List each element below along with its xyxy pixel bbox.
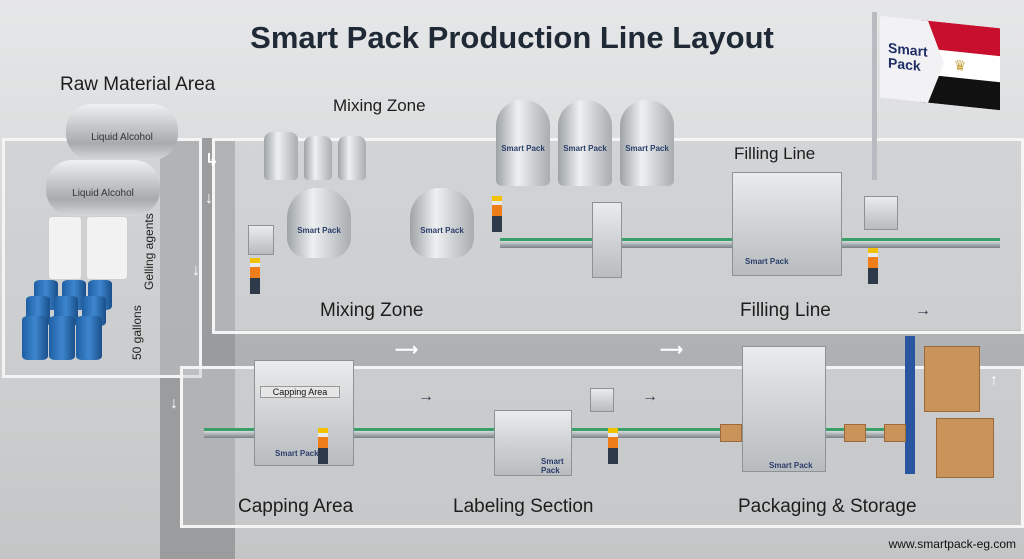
box: [844, 424, 866, 442]
gelling-agents-label: Gelling agents: [142, 213, 156, 290]
robot-arm: [905, 336, 915, 474]
tank-label: Liquid Alcohol: [91, 132, 153, 143]
stacked-boxes: [924, 346, 980, 412]
capping-machine: Smart Pack: [254, 360, 354, 466]
flow-arrow-icon: ⟶: [395, 342, 418, 359]
worker: [318, 428, 328, 464]
brand-mark: Smart Pack: [745, 257, 789, 266]
brand-mark: Smart Pack: [769, 461, 813, 470]
gelling-agent-bags: [48, 216, 82, 280]
flow-arrow-icon: →: [642, 388, 658, 405]
liquid-alcohol-tank: Liquid Alcohol: [46, 160, 160, 216]
gelling-agent-bags: [86, 216, 128, 280]
labeling-section-label: Labeling Section: [453, 496, 594, 517]
packaging-storage-label: Packaging & Storage: [738, 496, 917, 517]
small-mixing-tank: [304, 136, 332, 180]
box: [884, 424, 906, 442]
capping-area-label: Capping Area: [238, 496, 354, 517]
flow-arrow-icon: ↓: [205, 190, 213, 207]
liquid-alcohol-tank: Liquid Alcohol: [66, 104, 178, 160]
barrel-pallet: [22, 280, 114, 362]
page-title: Smart Pack Production Line Layout: [250, 20, 774, 55]
labeling-machine: Smart Pack: [494, 410, 572, 476]
brand-mark: Smart Pack: [563, 144, 607, 153]
worker: [868, 248, 878, 284]
brand-mark: Smart Pack: [541, 457, 564, 475]
flow-arrow-icon: ↳: [205, 152, 219, 169]
box: [720, 424, 742, 442]
control-panel: [592, 202, 622, 278]
stacked-boxes: [936, 418, 994, 478]
mixing-zone-label: Mixing Zone: [320, 300, 424, 321]
brand-mark: Smart Pack: [420, 226, 464, 235]
filling-machine: Smart Pack: [732, 172, 842, 276]
flagpole: [872, 12, 877, 180]
small-mixing-tank: [338, 136, 366, 180]
storage-tank: Smart Pack: [496, 100, 550, 186]
flow-arrow-icon: ↓: [170, 395, 178, 412]
flow-arrow-icon: →: [915, 302, 931, 319]
flow-arrow-icon: ↑: [990, 372, 998, 389]
brand-mark: Smart Pack: [501, 144, 545, 153]
barrel-capacity-label: 50 gallons: [130, 305, 144, 360]
worker: [608, 428, 618, 464]
storage-tank: Smart Pack: [558, 100, 612, 186]
raw-material-label: Raw Material Area: [60, 74, 216, 95]
worker: [250, 258, 260, 294]
mixing-tank: Smart Pack: [410, 188, 474, 258]
filling-line-label-top: Filling Line: [734, 144, 816, 163]
capping-area-sign: Capping Area: [260, 386, 340, 398]
brand-mark: Smart Pack: [297, 226, 341, 235]
small-mixing-tank: [264, 132, 298, 180]
flow-arrow-icon: ⟶: [660, 342, 683, 359]
flow-arrow-icon: →: [418, 388, 434, 405]
control-panel: [248, 225, 274, 255]
worker: [492, 196, 502, 232]
storage-tank: Smart Pack: [620, 100, 674, 186]
filling-line-label: Filling Line: [740, 300, 831, 321]
flow-arrow-icon: ↓: [192, 262, 200, 279]
brand-mark: Smart Pack: [625, 144, 669, 153]
control-panel: [590, 388, 614, 412]
mixing-zone-label-top: Mixing Zone: [333, 96, 426, 115]
mixing-tank: Smart Pack: [287, 188, 351, 258]
packaging-machine: Smart Pack: [742, 346, 826, 472]
control-panel: [864, 196, 898, 230]
brand-mark: Smart Pack: [275, 449, 319, 458]
smart-pack-egypt-flag: ♛ Smart Pack: [880, 16, 1000, 111]
website-url: www.smartpack-eg.com: [888, 537, 1016, 551]
tank-label: Liquid Alcohol: [72, 188, 134, 199]
